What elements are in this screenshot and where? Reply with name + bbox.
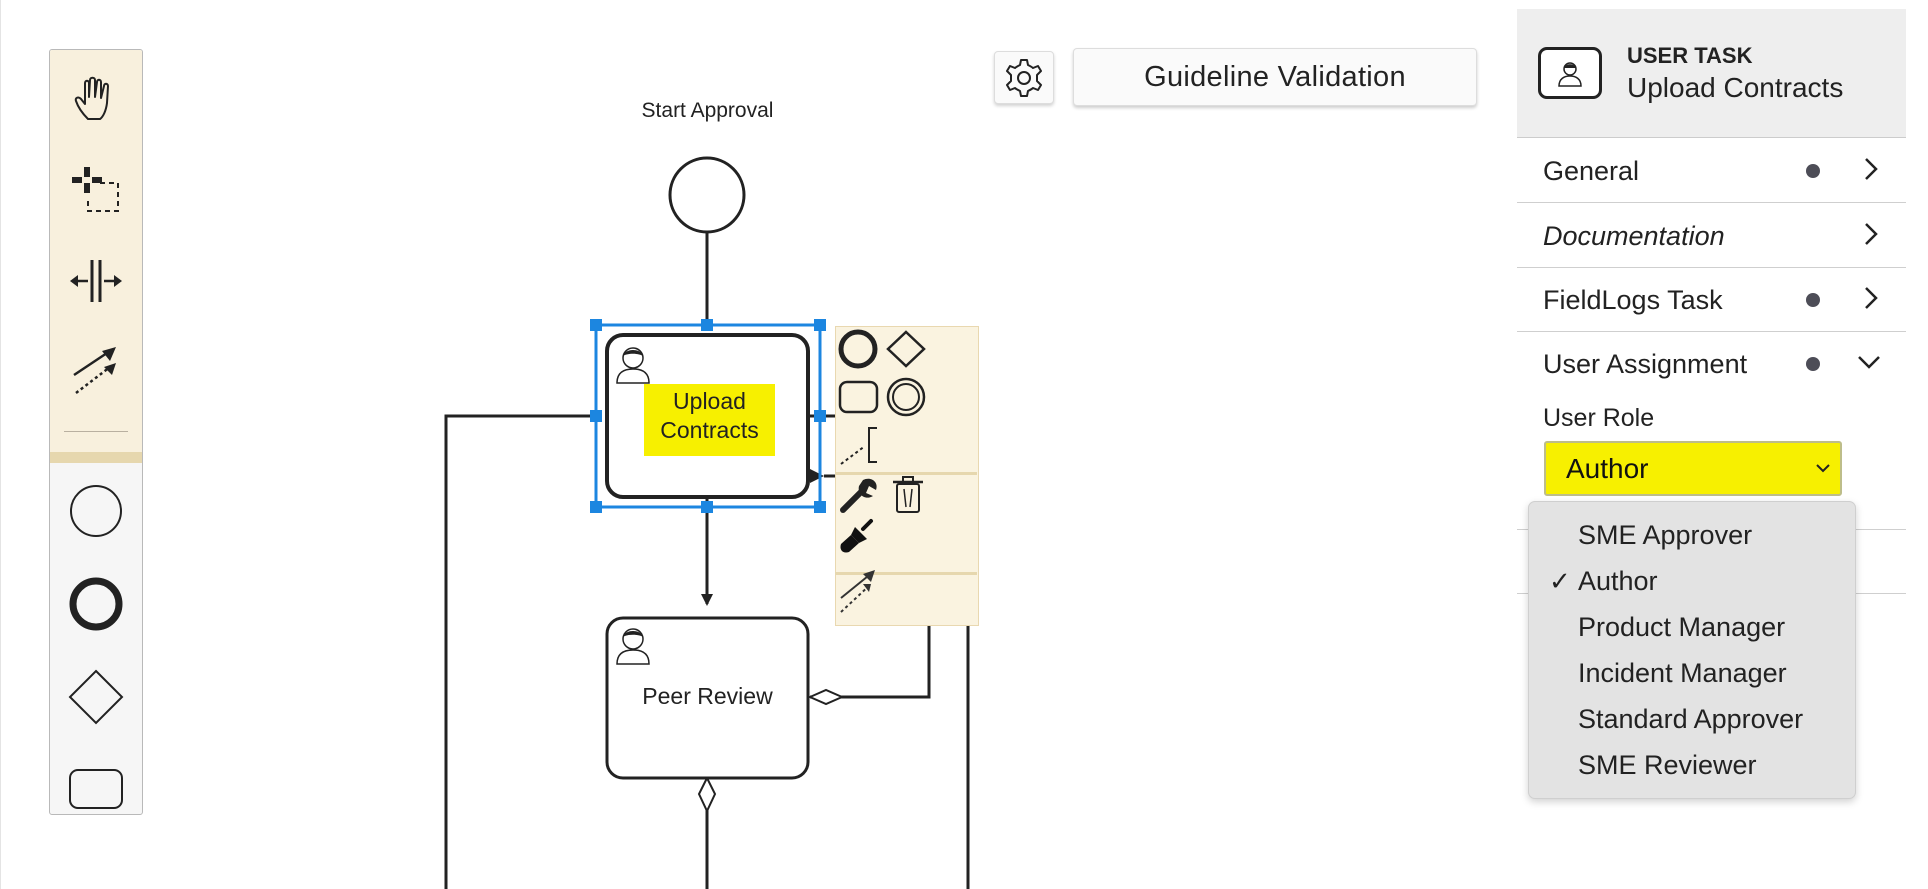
upload-task-label-line2: Contracts bbox=[660, 417, 759, 443]
option-label: Author bbox=[1578, 566, 1658, 596]
task-label-highlight bbox=[644, 384, 775, 456]
lasso-tool-button[interactable] bbox=[50, 154, 142, 224]
group-label: FieldLogs Task bbox=[1543, 285, 1723, 315]
tool-palette bbox=[49, 49, 143, 815]
user-task-header-icon bbox=[1538, 47, 1602, 99]
create-task-button[interactable] bbox=[50, 753, 142, 814]
group-fieldlogs-task[interactable]: FieldLogs Task bbox=[1517, 267, 1906, 332]
task-icon[interactable] bbox=[838, 380, 879, 414]
user-role-value: Author bbox=[1566, 453, 1649, 484]
start-event-icon bbox=[70, 485, 122, 537]
properties-panel: USER TASK Upload Contracts General Docum… bbox=[1517, 9, 1906, 879]
group-user-assignment[interactable]: User Assignment bbox=[1517, 331, 1906, 395]
lasso-tool-icon bbox=[72, 167, 119, 212]
color-brush-icon[interactable] bbox=[840, 519, 873, 553]
option-product-manager[interactable]: Product Manager bbox=[1529, 606, 1855, 652]
settings-button[interactable] bbox=[994, 51, 1054, 104]
chevron-right-icon bbox=[1865, 223, 1878, 245]
group-label: User Assignment bbox=[1543, 349, 1748, 379]
chevron-right-icon bbox=[1865, 158, 1878, 180]
group-general[interactable]: General bbox=[1517, 138, 1906, 203]
wrench-icon[interactable] bbox=[840, 478, 877, 513]
peer-review-label: Peer Review bbox=[642, 683, 773, 709]
palette-divider bbox=[64, 431, 128, 432]
option-sme-reviewer[interactable]: SME Reviewer bbox=[1529, 744, 1855, 790]
selection-handles[interactable] bbox=[590, 319, 826, 513]
group-documentation[interactable]: Documentation bbox=[1517, 203, 1906, 268]
create-start-event-button[interactable] bbox=[50, 475, 142, 547]
end-event-icon bbox=[69, 577, 123, 631]
create-gateway-button[interactable] bbox=[50, 661, 142, 733]
user-task-icon bbox=[616, 347, 650, 384]
upload-task-label-line1: Upload bbox=[673, 388, 746, 414]
gear-icon bbox=[1006, 58, 1042, 97]
palette-tools-section bbox=[50, 50, 142, 453]
user-role-select[interactable]: Author bbox=[1544, 441, 1842, 496]
gateway-icon bbox=[68, 669, 124, 725]
option-label: SME Approver bbox=[1578, 520, 1753, 550]
flow-diamond-marker bbox=[807, 688, 845, 706]
option-label: Incident Manager bbox=[1578, 658, 1787, 688]
task-peer-review[interactable] bbox=[605, 616, 810, 780]
return-arrowhead bbox=[810, 469, 824, 483]
space-tool-button[interactable] bbox=[50, 246, 142, 316]
chevron-down-icon bbox=[1858, 356, 1880, 369]
connect-icon[interactable] bbox=[840, 570, 875, 613]
context-pad-icons bbox=[838, 329, 926, 613]
option-standard-approver[interactable]: Standard Approver bbox=[1529, 698, 1855, 744]
sequence-flow-left-loop[interactable] bbox=[444, 414, 592, 889]
hand-tool-icon bbox=[74, 76, 109, 120]
context-pad-separator bbox=[835, 572, 977, 575]
gateway-icon[interactable] bbox=[886, 330, 926, 368]
create-end-event-button[interactable] bbox=[50, 568, 142, 640]
option-label: Product Manager bbox=[1578, 612, 1786, 642]
task-icon bbox=[69, 769, 123, 809]
trash-icon[interactable] bbox=[893, 476, 923, 513]
data-indicator-dot bbox=[1806, 293, 1820, 307]
flow-diamond-marker-bottom bbox=[697, 775, 717, 814]
user-role-label: User Role bbox=[1543, 404, 1655, 432]
data-indicator-dot bbox=[1806, 164, 1820, 178]
context-pad-separator bbox=[835, 472, 977, 475]
panel-element-name: Upload Contracts bbox=[1627, 72, 1844, 103]
global-connect-button[interactable] bbox=[50, 336, 142, 406]
end-event-icon[interactable] bbox=[838, 329, 878, 369]
intermediate-event-icon[interactable] bbox=[886, 377, 926, 417]
option-label: Standard Approver bbox=[1578, 704, 1804, 734]
option-incident-manager[interactable]: Incident Manager bbox=[1529, 652, 1855, 698]
space-tool-icon bbox=[70, 260, 122, 302]
check-icon: ✓ bbox=[1549, 566, 1571, 596]
group-label: General bbox=[1543, 156, 1640, 186]
palette-separator bbox=[50, 452, 142, 463]
start-event[interactable] bbox=[668, 156, 746, 234]
chevron-right-icon bbox=[1865, 287, 1878, 309]
option-label: SME Reviewer bbox=[1578, 750, 1757, 780]
user-role-dropdown: SME Approver ✓ Author Product Manager In… bbox=[1528, 501, 1856, 799]
guideline-validation-button[interactable]: Guideline Validation bbox=[1073, 48, 1477, 106]
start-event-label: Start Approval bbox=[641, 99, 774, 122]
hand-tool-button[interactable] bbox=[50, 64, 142, 134]
panel-element-type: USER TASK bbox=[1627, 43, 1753, 68]
panel-header: USER TASK Upload Contracts bbox=[1517, 9, 1906, 138]
data-indicator-dot bbox=[1806, 357, 1820, 371]
group-label: Documentation bbox=[1543, 221, 1725, 251]
option-sme-approver[interactable]: SME Approver bbox=[1529, 514, 1855, 560]
option-author[interactable]: ✓ Author bbox=[1529, 560, 1855, 606]
upload-task-label[interactable]: Upload Contracts bbox=[644, 387, 775, 445]
chevron-down-icon bbox=[1816, 464, 1830, 473]
user-task-icon-peer bbox=[616, 628, 650, 665]
annotation-icon[interactable] bbox=[840, 427, 877, 465]
global-connect-icon bbox=[73, 347, 116, 394]
